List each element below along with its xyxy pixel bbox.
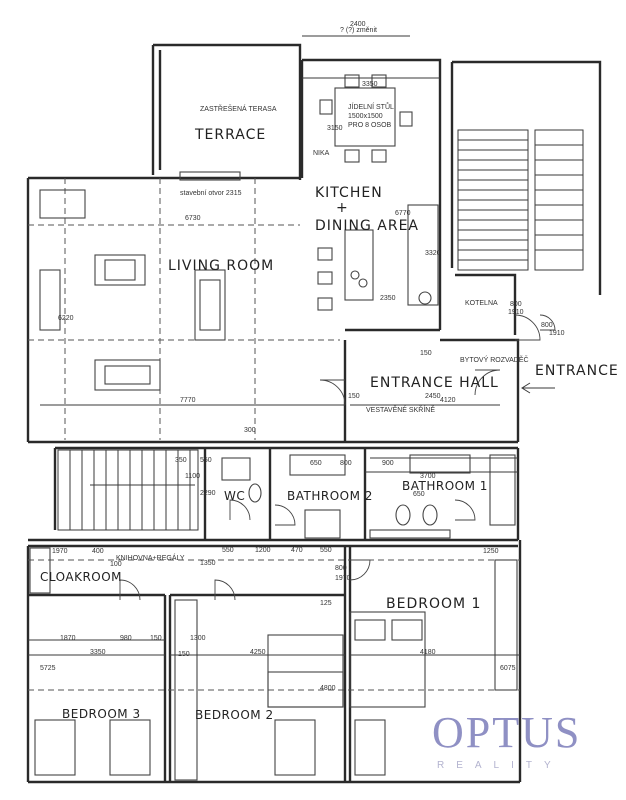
- dim-1970b: 1970: [335, 575, 351, 582]
- dim-1910b: 1910: [549, 330, 565, 337]
- dim-1870: 1870: [60, 635, 76, 642]
- bathroom1-label: BATHROOM 1: [402, 479, 488, 493]
- dim-800a: 800: [510, 301, 522, 308]
- skrine-note: VESTAVĚNÉ SKŘÍNĚ: [366, 405, 435, 414]
- dim-100: 100: [110, 561, 122, 568]
- dim-350: 350: [175, 457, 187, 464]
- dim-2290: 2290: [200, 490, 216, 497]
- dim-4180: 4180: [420, 649, 436, 656]
- rozvadec-note: BYTOVÝ ROZVADĚČ: [460, 355, 529, 364]
- dim-4800: 4800: [320, 685, 336, 692]
- entrance-label: ENTRANCE: [535, 363, 619, 379]
- table-note-3: PRO 8 OSOB: [348, 122, 392, 129]
- stavebni-otvor-note: stavební otvor 2315: [180, 190, 242, 197]
- planning-lines: [28, 178, 520, 691]
- logo-sub: REALITY: [437, 760, 563, 771]
- entrance-arrow-icon: [521, 382, 555, 394]
- dim-900: 900: [382, 460, 394, 467]
- staircase-lower: [57, 449, 199, 531]
- logo-name: OPTUS: [432, 708, 581, 757]
- dim-550a: 550: [200, 457, 212, 464]
- dining-area-label: DINING AREA: [315, 218, 419, 234]
- dim-550c: 550: [320, 547, 332, 554]
- dim-6770: 6770: [395, 210, 411, 217]
- dim-1200: 1200: [255, 547, 271, 554]
- dim-1100: 1100: [185, 473, 200, 480]
- dim-6075: 6075: [500, 665, 516, 672]
- dim-1910a: 1910: [508, 309, 524, 316]
- cloakroom-label: CLOAKROOM: [40, 570, 122, 584]
- staircase-upper: [457, 129, 584, 271]
- table-note-1: JÍDELNÍ STŮL: [348, 102, 394, 111]
- kitchen-plus: +: [336, 200, 349, 216]
- dim-2400: 2400: [350, 21, 366, 28]
- dim-6220: 6220: [58, 315, 74, 322]
- table-note-2: 1500x1500: [348, 113, 383, 120]
- dim-1300: 1300: [190, 635, 206, 642]
- dim-800d: 800: [335, 565, 347, 572]
- nika-note: NIKA: [313, 150, 330, 157]
- dim-1970: 1970: [52, 548, 68, 555]
- dim-150c: 150: [150, 635, 162, 642]
- dim-3320: 3320: [425, 250, 441, 257]
- dim-4120: 4120: [440, 397, 456, 404]
- bathroom2-label: BATHROOM 2: [287, 489, 373, 503]
- dim-3150: 3150: [327, 125, 343, 132]
- dim-470: 470: [291, 547, 303, 554]
- dim-650b: 650: [413, 491, 425, 498]
- terrace-label: TERRACE: [194, 127, 266, 143]
- bedroom2-label: BEDROOM 2: [195, 708, 274, 722]
- top-dim-note: ? (?) změnit: [340, 27, 377, 34]
- dim-2450: 2450: [425, 393, 441, 400]
- dim-4250: 4250: [250, 649, 266, 656]
- door-swings: [119, 314, 556, 601]
- dim-125: 125: [320, 600, 332, 607]
- dim-7770: 7770: [180, 397, 196, 404]
- dim-550b: 550: [222, 547, 234, 554]
- annotations: JÍDELNÍ STŮL 1500x1500 PRO 8 OSOB NIKA s…: [116, 27, 529, 562]
- dimension-lines: [28, 35, 520, 656]
- dim-3350-top: 3350: [362, 81, 378, 88]
- dim-1350: 1350: [200, 560, 216, 567]
- kitchen-label: KITCHEN: [315, 185, 383, 201]
- dim-3350-bottom: 3350: [90, 649, 106, 656]
- dim-2350: 2350: [380, 295, 396, 302]
- dim-150d: 150: [178, 651, 190, 658]
- entrance-hall-label: ENTRANCE HALL: [370, 375, 499, 391]
- furniture: [29, 74, 518, 781]
- optus-logo: OPTUS REALITY: [432, 708, 581, 771]
- kotelna-label: KOTELNA: [465, 300, 498, 307]
- dim-5725: 5725: [40, 665, 56, 672]
- dim-150b: 150: [420, 350, 432, 357]
- dim-3700: 3700: [420, 473, 436, 480]
- dim-800b: 800: [541, 322, 553, 329]
- wc-label: WC: [224, 489, 245, 503]
- room-labels: ZASTŘEŠENÁ TERASA TERRACE KITCHEN + DINI…: [40, 104, 619, 722]
- living-room-label: LIVING ROOM: [168, 258, 274, 274]
- bedroom1-label: BEDROOM 1: [386, 596, 481, 612]
- dim-1250: 1250: [483, 548, 499, 555]
- bedroom3-label: BEDROOM 3: [62, 707, 141, 721]
- dim-980: 980: [120, 635, 132, 642]
- dim-6730: 6730: [185, 215, 201, 222]
- dim-150a: 150: [348, 393, 360, 400]
- dimension-labels: 2400 3350 3150 6770 3320 2350 6730 6220 …: [40, 21, 565, 692]
- dim-300: 300: [244, 427, 256, 434]
- knihovna-note: KNIHOVNA+REGÁLY: [116, 553, 185, 562]
- terrace-note: ZASTŘEŠENÁ TERASA: [200, 104, 277, 113]
- dim-800c: 800: [340, 460, 352, 467]
- dim-400: 400: [92, 548, 104, 555]
- dim-650a: 650: [310, 460, 322, 467]
